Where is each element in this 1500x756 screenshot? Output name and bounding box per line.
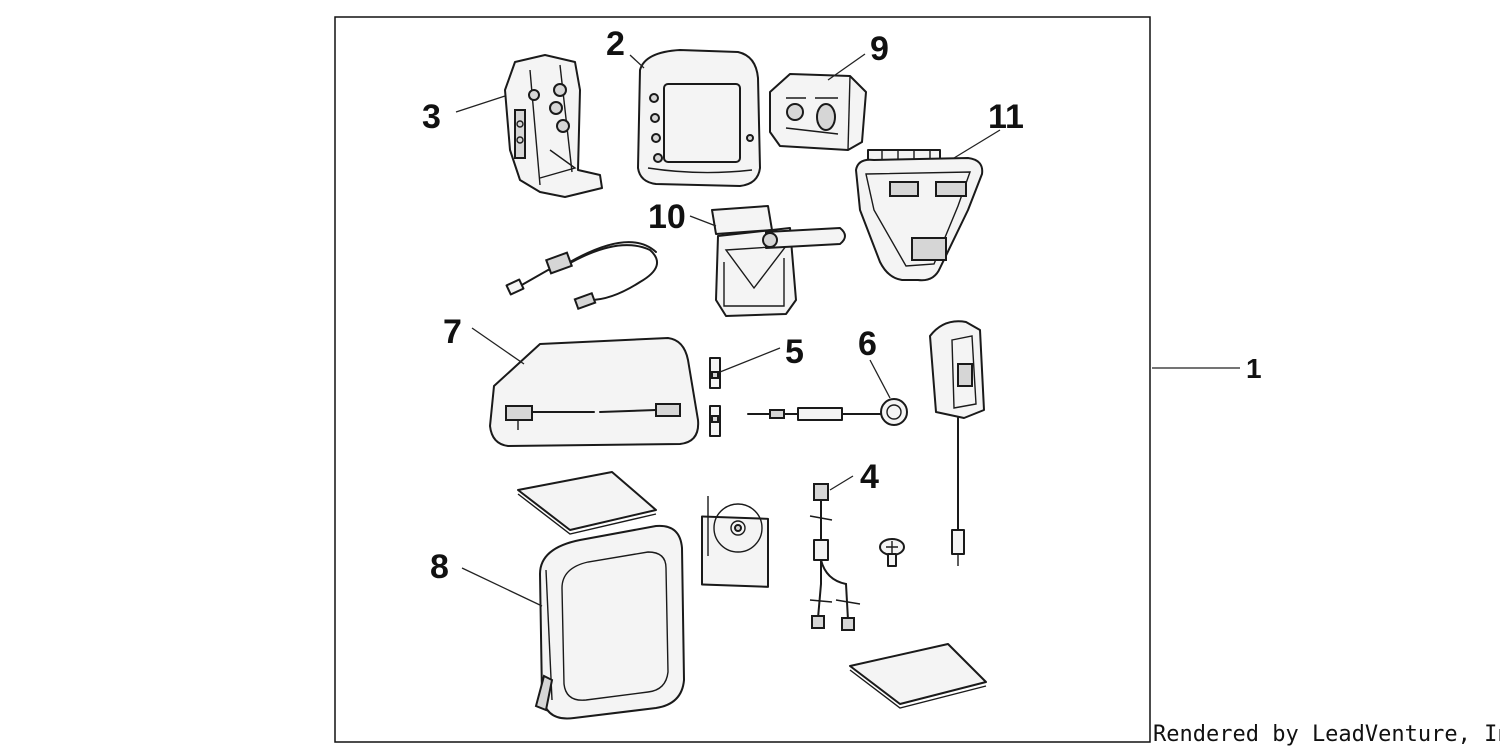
software-cd[interactable] [701,496,769,588]
part-6-antenna-cable[interactable] [747,398,908,426]
leader-line-4 [829,475,854,491]
part-4-power-harness[interactable] [809,483,861,631]
ac-wall-charger[interactable] [929,320,985,566]
callout-6: 6 [858,325,877,363]
callout-2: 2 [606,25,625,63]
callout-1: 1 [1246,353,1262,384]
callout-9: 9 [870,30,889,68]
leader-line-10 [689,215,717,227]
part-8-carry-case[interactable] [534,524,685,720]
callout-10: 10 [648,198,686,236]
part-7-car-charger-pack[interactable] [489,337,700,447]
user-manual-bottom[interactable] [849,643,987,709]
leader-line-2 [629,54,645,69]
part-11-uk-plug-adapter[interactable] [855,149,984,282]
callout-11: 11 [988,98,1024,136]
leader-line-6 [869,359,891,399]
part-5-adapter-tips[interactable] [709,357,721,437]
callout-4: 4 [860,458,879,496]
leader-line-3 [455,95,506,113]
callout-7: 7 [443,313,462,351]
callout-3: 3 [422,98,441,136]
part-10-eu-plug-adapter[interactable] [711,205,846,317]
part-9-remote[interactable] [769,73,867,151]
diagram-frame [334,16,1151,743]
part-3-mount-bracket[interactable] [504,54,603,198]
user-manual-top[interactable] [517,471,657,535]
part-2-gps-unit[interactable] [637,49,761,187]
callout-5: 5 [785,333,804,371]
leader-line-11 [953,129,1001,159]
mounting-screw[interactable] [879,538,905,567]
usb-cable[interactable] [505,241,659,311]
leader-line-8 [461,567,543,607]
callout-8: 8 [430,548,449,586]
leader-line-7 [471,327,525,365]
leader-line-5 [719,347,781,373]
leader-line-9 [827,53,866,81]
render-credit: Rendered by LeadVenture, Inc. [1153,722,1500,747]
